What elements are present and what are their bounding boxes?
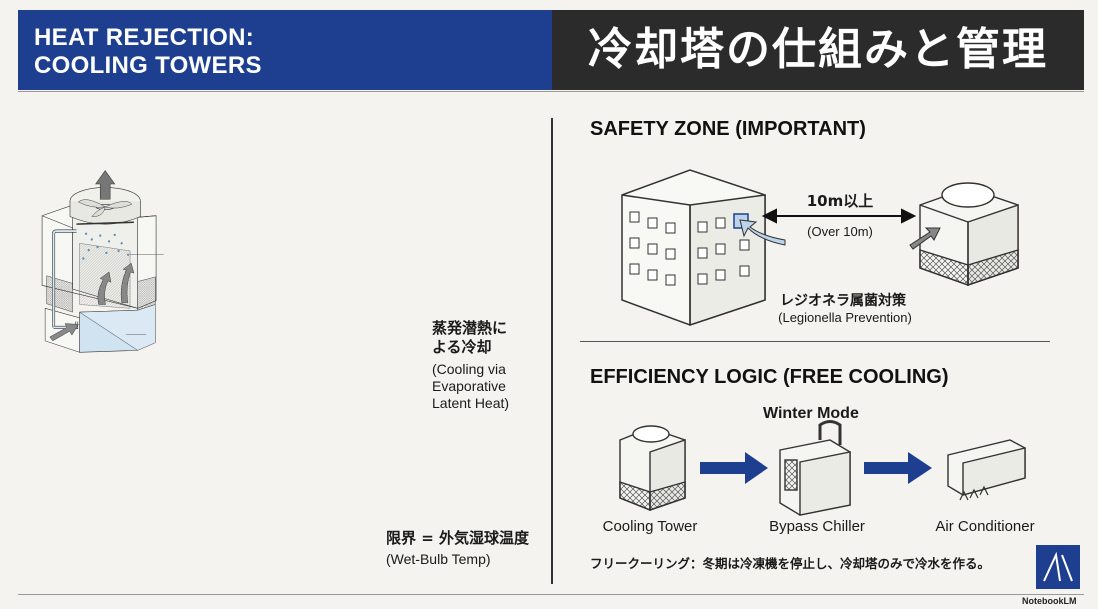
air-conditioner-icon (947, 439, 1026, 501)
evap-label-en-1: (Cooling via (432, 361, 506, 377)
exhaust-arrow-small (909, 227, 941, 250)
efficiency-heading: EFFICIENCY LOGIC (FREE COOLING) (590, 366, 949, 388)
horizontal-divider (580, 341, 1050, 342)
distance-label-en: (Over 10m) (807, 224, 873, 239)
header-banner: HEAT REJECTION: COOLING TOWERS 冷却塔の仕組みと管… (18, 10, 1084, 90)
legionella-label-en: (Legionella Prevention) (778, 310, 912, 325)
flow-arrow-1 (700, 452, 768, 484)
flow-label-cooling-tower: Cooling Tower (602, 518, 698, 535)
fan-blades (78, 199, 133, 217)
flow-arrow-2 (864, 452, 932, 484)
title-english-line1: HEAT REJECTION: (34, 24, 255, 51)
title-japanese: 冷却塔の仕組みと管理 (552, 10, 1084, 90)
wetbulb-limit-en: (Wet-Bulb Temp) (386, 551, 491, 567)
cooling-tower-flow-icon (619, 425, 686, 512)
distance-arrow (761, 208, 917, 224)
evap-label-en-3: Latent Heat) (432, 395, 510, 411)
brand-label: NotebookLM (1022, 596, 1077, 606)
free-cooling-note: フリークーリング：冬期は冷凍機を停止し、冷却塔のみで冷水を作る。 (590, 556, 991, 571)
spray-header (76, 221, 134, 225)
small-cooling-tower-icon (919, 182, 1019, 286)
exhaust-arrow (95, 170, 116, 200)
flow-label-air-conditioner: Air Conditioner (935, 518, 1035, 535)
top-rule (18, 91, 1084, 92)
legionella-label-ja: レジオネラ属菌対策 (780, 293, 906, 309)
cooling-tower-illustration (41, 170, 164, 353)
rising-air-arrow (97, 271, 112, 305)
air-intake-arrow-building (739, 219, 786, 246)
wetbulb-limit-ja: 限界 = 外気湿球温度 (386, 529, 530, 547)
air-intake-arrow (49, 323, 79, 342)
building-windows (629, 211, 750, 286)
logo-icon (1036, 545, 1080, 589)
evap-label-en-2: Evaporative (432, 378, 506, 394)
evap-label-ja-2: よる冷却 (432, 338, 492, 356)
rising-air-arrow (120, 262, 135, 303)
safety-heading: SAFETY ZONE (IMPORTANT) (590, 118, 866, 140)
evap-label-ja-1: 蒸発潜熱に (432, 319, 508, 337)
vertical-divider (551, 118, 553, 584)
title-english-line2: COOLING TOWERS (34, 52, 262, 79)
flow-label-bypass-chiller: Bypass Chiller (769, 518, 865, 535)
spray-nozzles (82, 232, 130, 260)
bypass-chiller-icon (779, 420, 851, 516)
bottom-rule (18, 594, 1084, 595)
title-english: HEAT REJECTION: COOLING TOWERS (18, 10, 552, 90)
winter-mode-label: Winter Mode (763, 405, 859, 422)
distance-label: 10m以上 (806, 192, 874, 210)
